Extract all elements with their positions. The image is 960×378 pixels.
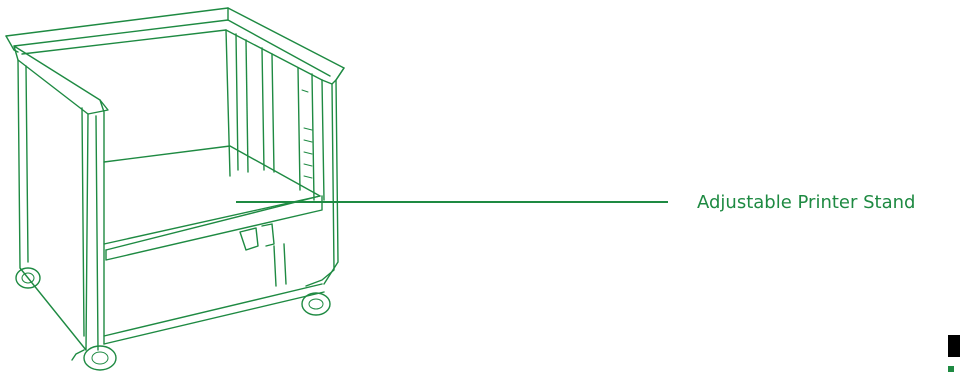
caster-wheel-front-left (83, 345, 117, 371)
caster-wheels (15, 267, 331, 371)
stand-right-post (305, 67, 345, 287)
stand-lower-shelf (103, 243, 325, 345)
stand-back-wall (225, 29, 325, 201)
corner-mark-black-block (948, 335, 960, 357)
callout-label: Adjustable Printer Stand (697, 192, 916, 213)
caster-wheel-back-left (15, 267, 41, 289)
caster-wheel-front-right (301, 292, 331, 316)
corner-mark-green-square (948, 366, 954, 372)
corner-mark (948, 335, 960, 378)
stand-left-panel (13, 45, 109, 351)
